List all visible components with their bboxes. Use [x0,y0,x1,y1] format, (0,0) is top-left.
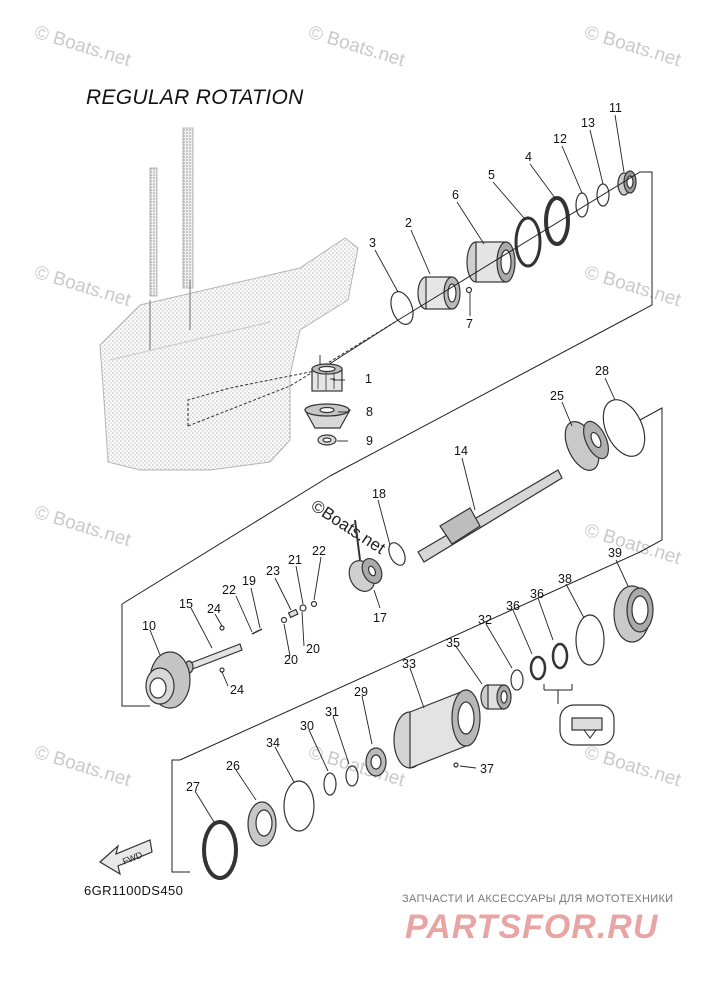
part-small-pins [219,600,318,673]
callout-8: 8 [366,405,373,419]
callout-38: 38 [558,572,572,586]
callout-30: 30 [300,719,314,733]
part-14-propeller-shaft [417,469,563,563]
part-17-clutch [348,519,383,592]
callout-3: 3 [369,236,376,250]
part-7-pin [465,286,473,294]
part-18-spring [388,542,406,566]
callout-24-top: 24 [207,602,221,616]
part-8-pinion-gear [303,403,352,429]
callout-7: 7 [466,317,473,331]
callout-32: 32 [478,613,492,627]
callout-17: 17 [373,611,387,625]
callout-1: 1 [365,372,372,386]
callout-19: 19 [242,574,256,588]
callout-37: 37 [480,762,494,776]
part-27-washer [202,820,238,880]
callout-10: 10 [142,619,156,633]
part-35-bearing [480,684,512,710]
callout-36a: 36 [530,587,544,601]
part-9-nut [317,434,337,446]
part-30-ring [323,772,337,796]
callout-18: 18 [372,487,386,501]
part-39-bearing [613,585,654,643]
callout-24-bottom: 24 [230,683,244,697]
callout-39: 39 [608,546,622,560]
callout-14: 14 [454,444,468,458]
callout-15: 15 [179,597,193,611]
leader-lines [149,114,629,823]
callout-23: 23 [266,564,280,578]
part-4-shim [544,196,570,246]
callout-2: 2 [405,216,412,230]
diagram-code: 6GR1100DS450 [84,883,184,898]
callout-27: 27 [186,780,200,794]
callouts-bottom: 34 26 27 [186,736,280,794]
callout-33: 33 [402,657,416,671]
callout-4: 4 [525,150,532,164]
callout-22b: 22 [222,583,236,597]
shop-tagline: ЗАПЧАСТИ И АКСЕССУАРЫ ДЛЯ МОТОТЕХНИКИ [402,893,674,905]
shop-logo: PARTSFOR.RU [405,908,659,946]
callout-21: 21 [288,553,302,567]
callouts: 11 12 13 4 5 6 2 3 7 1 8 9 28 25 14 18 1… [142,101,622,776]
callout-12: 12 [553,132,567,146]
fwd-arrow-icon: FWD [98,839,153,876]
part-31-ring [345,765,359,787]
diagram-title: REGULAR ROTATION [86,86,304,109]
part-28-o-ring [602,399,646,457]
detail-inset [543,684,615,746]
part-29-bearing [365,747,387,777]
callout-26: 26 [226,759,240,773]
callout-28: 28 [595,364,609,378]
callout-11: 11 [609,101,622,115]
callout-34: 34 [266,736,280,750]
callout-6: 6 [452,188,459,202]
callout-9: 9 [366,434,373,448]
part-1-needle-bearing [311,363,343,392]
part-2-bearing [417,276,461,310]
part-10-reverse-gear [145,651,191,709]
callout-20b: 20 [284,653,298,667]
callout-22a: 22 [312,544,326,558]
part-5-shim [514,216,542,268]
lower-casing [99,127,396,471]
part-33-bearing-housing [393,689,481,769]
part-38-circlip [575,614,605,666]
part-6-housing [466,241,516,283]
callout-35: 35 [446,636,460,650]
callout-31: 31 [325,705,339,719]
callout-29: 29 [354,685,368,699]
callout-36b: 36 [506,599,520,613]
part-36-washer [529,642,569,681]
callout-25: 25 [550,389,564,403]
callout-20a: 20 [306,642,320,656]
callout-5: 5 [488,168,495,182]
part-34-o-ring [283,780,315,832]
part-26-oil-seal [247,801,277,847]
part-11-bearing [617,170,637,196]
part-25-forward-gear [564,420,609,471]
part-32-ring [510,669,524,691]
part-15-rod [184,643,243,674]
part-3-o-ring [390,291,414,325]
callout-13: 13 [581,116,595,130]
